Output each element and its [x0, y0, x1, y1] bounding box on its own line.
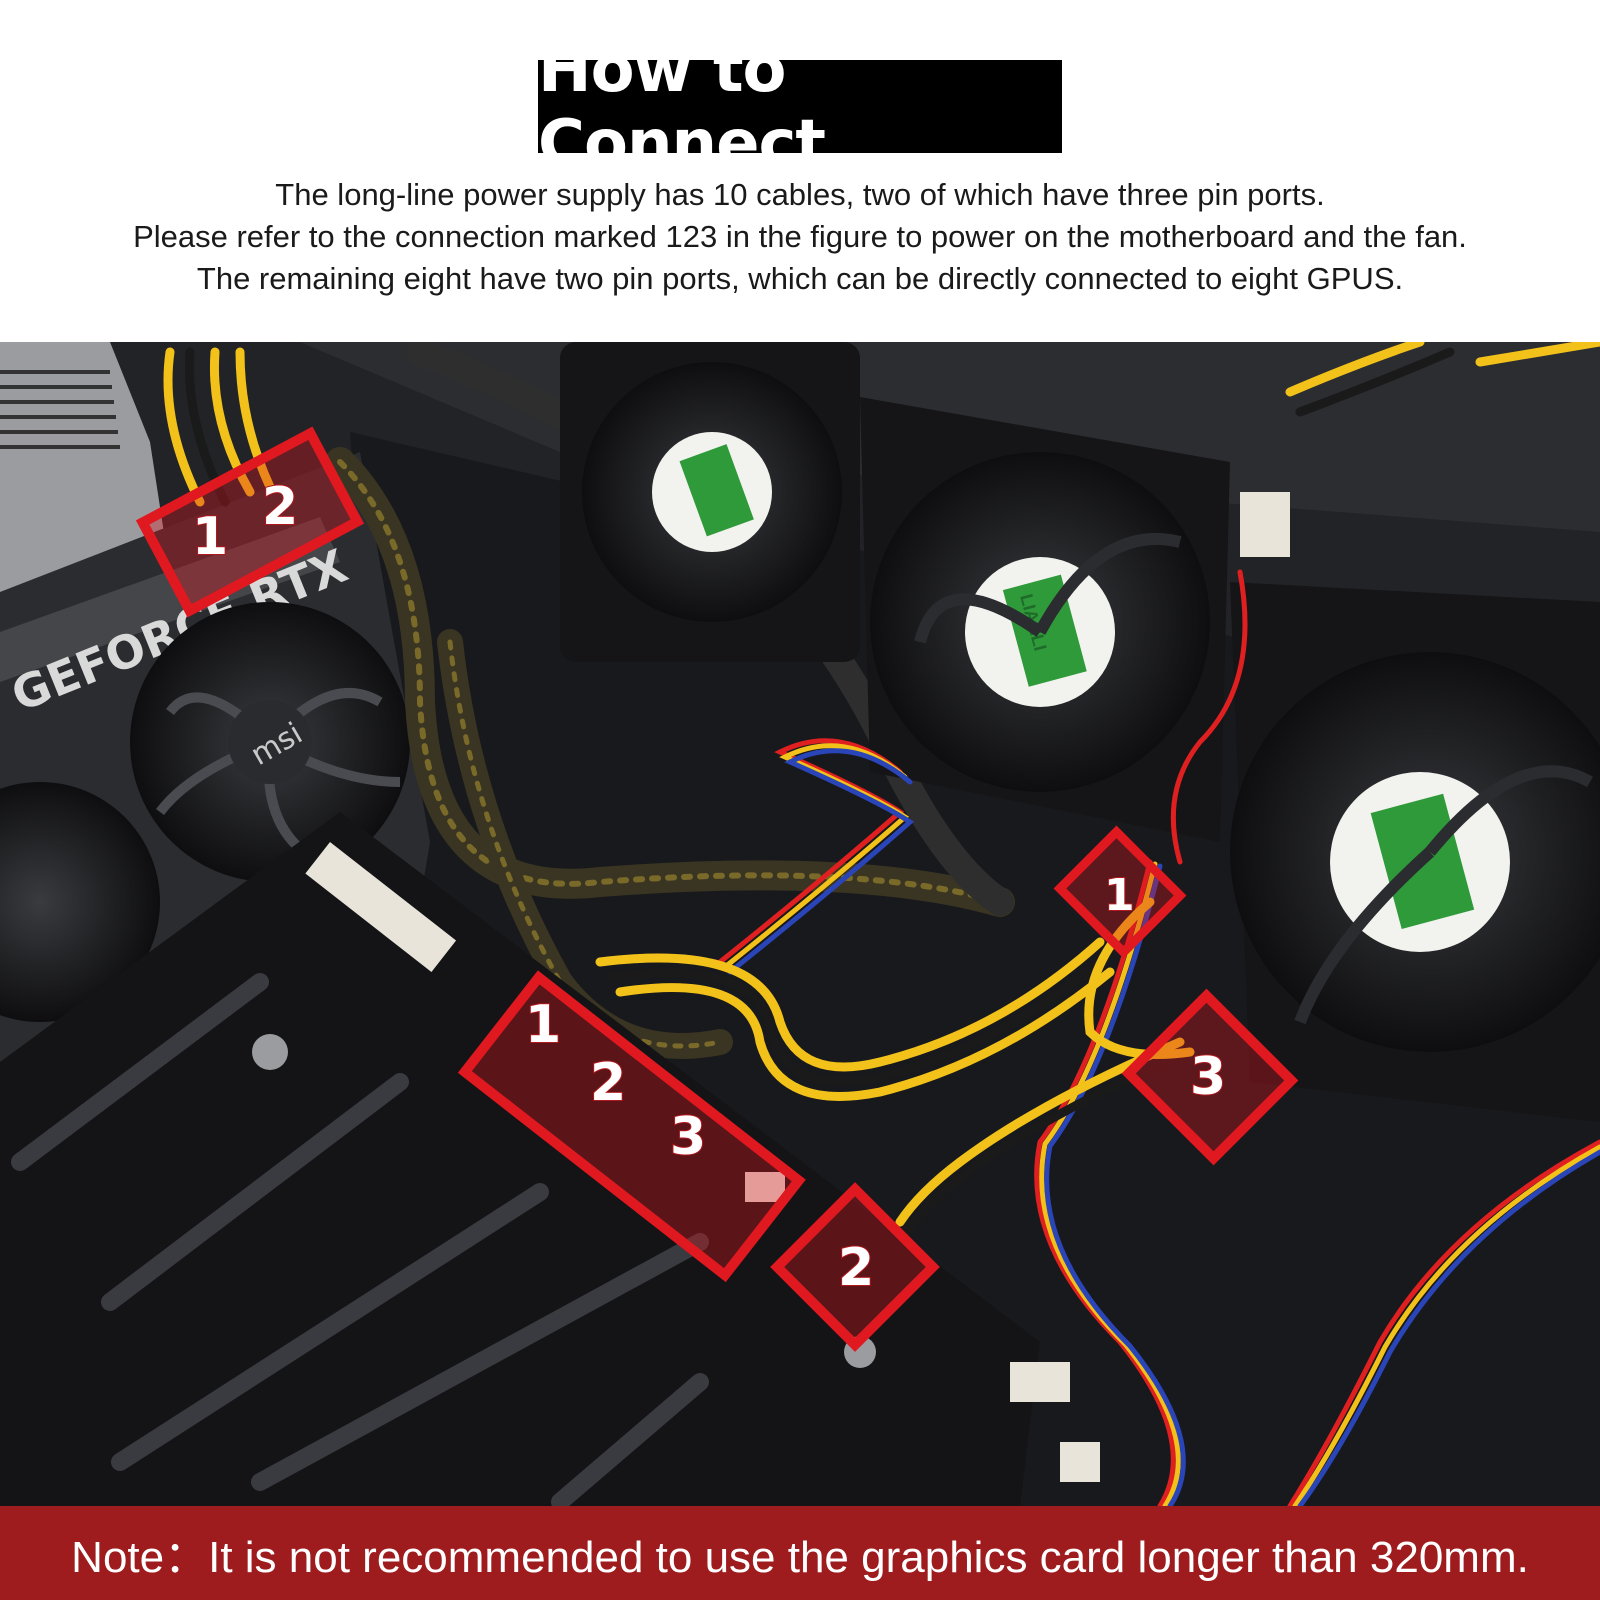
case-fan-3 [1230, 582, 1600, 1122]
atx-power-connector [305, 842, 457, 973]
fan-header [1240, 492, 1290, 557]
marker-label-gpu-2: 2 [262, 477, 298, 537]
marker-board-2: 2 [770, 1182, 940, 1352]
marker-label-gpu-1: 1 [192, 507, 228, 567]
photo-illustration: GEFORCE RTX msi [0, 342, 1600, 1506]
marker-label-board-2: 2 [838, 1238, 874, 1298]
marker-label-mb-2: 2 [590, 1053, 626, 1113]
case-fan-1 [560, 342, 860, 662]
case-fans: LIANLI [560, 342, 1600, 1122]
marker-label-mb-3: 3 [670, 1107, 706, 1167]
gpu-fan-2 [0, 782, 160, 1022]
note-text: Note：It is not recommended to use the gr… [71, 1533, 1529, 1582]
marker-label-fan-1: 1 [1104, 870, 1135, 921]
intro-text: The long-line power supply has 10 cables… [0, 174, 1600, 300]
intro-line-2: Please refer to the connection marked 12… [133, 219, 1467, 254]
connection-markers: 1 2 1 2 3 1 3 2 [135, 426, 1299, 1352]
marker-motherboard-1-2-3: 1 2 3 [457, 970, 806, 1283]
marker-gpu-1-2: 1 2 [135, 426, 365, 618]
pcie-slots [11, 973, 709, 1506]
intro-line-1: The long-line power supply has 10 cables… [275, 177, 1325, 212]
title-banner: How to Connect [538, 33, 1062, 181]
marker-label-fan-3: 3 [1190, 1047, 1226, 1107]
gpu-power-cables [163, 347, 275, 507]
marker-fan-3: 3 [1121, 988, 1299, 1166]
intro-line-3: The remaining eight have two pin ports, … [196, 261, 1404, 296]
page-title: How to Connect [538, 32, 826, 181]
marker-fan-1: 1 [1053, 825, 1187, 959]
motherboard [0, 812, 1100, 1506]
fan-wires [717, 569, 1600, 1506]
marker-label-mb-1: 1 [525, 995, 561, 1055]
note-banner: Note：It is not recommended to use the gr… [0, 1506, 1600, 1600]
mining-rig-photo: GEFORCE RTX msi [0, 342, 1600, 1506]
